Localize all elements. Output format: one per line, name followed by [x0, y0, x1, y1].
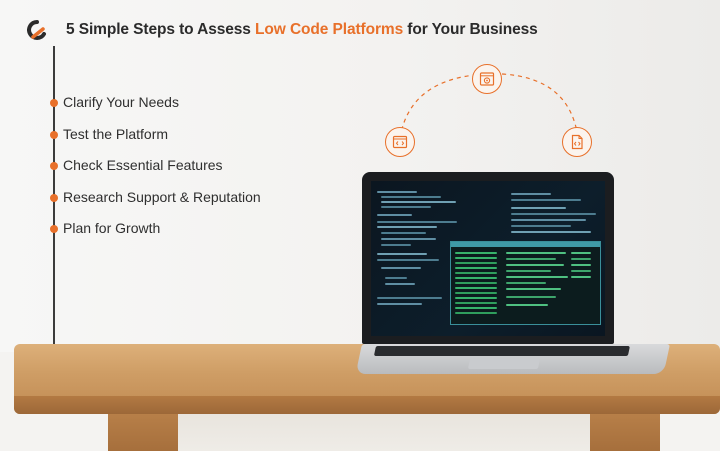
laptop-trackpad	[467, 359, 540, 369]
desk-edge	[14, 396, 720, 414]
step-bullet	[50, 162, 58, 170]
step-bullet	[50, 225, 58, 233]
desk-leg-right	[590, 412, 660, 451]
step-label: Check Essential Features	[63, 157, 223, 173]
code-window-icon	[385, 127, 415, 157]
step-label: Research Support & Reputation	[63, 189, 261, 205]
timeline-line	[53, 46, 55, 358]
page-title: 5 Simple Steps to Assess Low Code Platfo…	[66, 21, 538, 38]
step-bullet	[50, 131, 58, 139]
laptop-screen	[371, 181, 605, 336]
code-document-icon	[562, 127, 592, 157]
browser-gear-icon	[472, 64, 502, 94]
step-label: Plan for Growth	[63, 220, 161, 236]
desk-shadow	[178, 412, 590, 451]
desk-leg-left	[108, 412, 178, 451]
dashed-arc	[399, 73, 579, 139]
laptop-keyboard	[373, 346, 630, 356]
step-bullet	[50, 194, 58, 202]
step-label: Clarify Your Needs	[63, 94, 179, 110]
title-accent: Low Code Platforms	[255, 21, 404, 38]
step-bullet	[50, 99, 58, 107]
brand-logo-icon	[27, 20, 46, 40]
step-label: Test the Platform	[63, 126, 169, 142]
terminal-window	[450, 241, 601, 325]
terminal-title-bar	[451, 242, 600, 247]
